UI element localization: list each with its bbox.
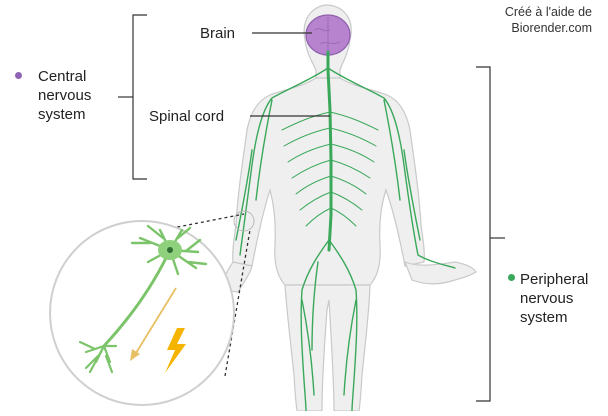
body-silhouette (222, 5, 476, 411)
pns-label-line-1: Peripheral (520, 270, 588, 289)
neuron-nucleus (167, 247, 173, 253)
cns-bracket (133, 15, 147, 179)
cns-label: Central nervous system (38, 67, 91, 124)
cns-label-line-3: system (38, 105, 91, 124)
credit-text: Créé à l'aide de Biorender.com (440, 4, 592, 36)
cns-label-line-1: Central (38, 67, 91, 86)
brain-label: Brain (200, 24, 235, 43)
pns-label-line-3: system (520, 308, 588, 327)
neuron-zoom (50, 211, 254, 405)
pns-legend-dot (508, 274, 515, 281)
neuron-magnifier-circle (50, 221, 234, 405)
right-hand-shape (405, 262, 476, 284)
cns-legend-dot (15, 72, 22, 79)
cns-label-line-2: nervous (38, 86, 91, 105)
credit-line-1: Créé à l'aide de (440, 4, 592, 20)
pns-label: Peripheral nervous system (520, 270, 588, 327)
pns-bracket (476, 67, 490, 401)
spinal-cord-label: Spinal cord (149, 107, 224, 126)
credit-line-2: Biorender.com (440, 20, 592, 36)
brain (306, 15, 350, 55)
pns-label-line-2: nervous (520, 289, 588, 308)
